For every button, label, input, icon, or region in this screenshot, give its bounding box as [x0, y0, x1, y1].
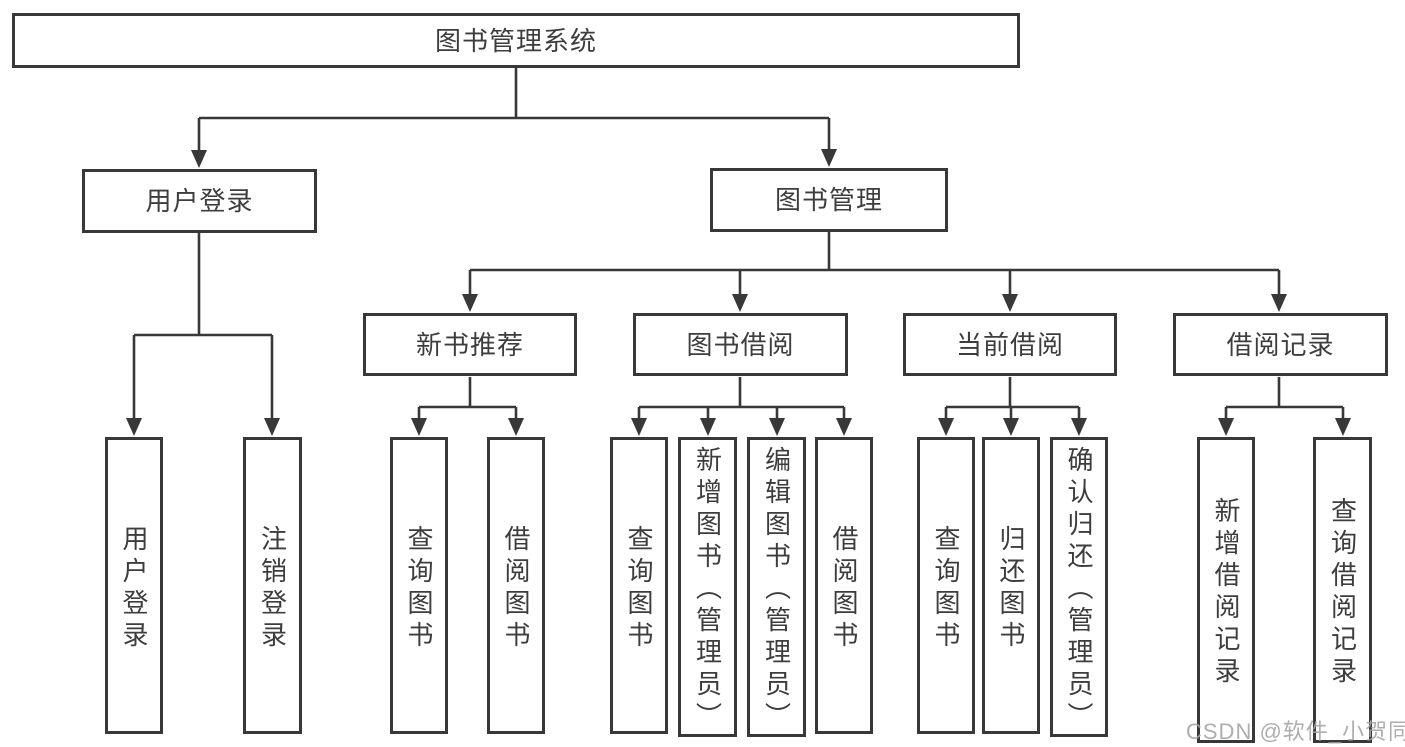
leaf-borrow-books-2: 借阅图书	[815, 437, 873, 734]
node-label: 新书推荐	[415, 329, 524, 360]
node-label: 查询图书	[404, 524, 434, 653]
leaf-borrow-books-1: 借阅图书	[487, 437, 545, 734]
csdn-watermark: CSDN @软件_小贺同学	[1186, 719, 1405, 744]
node-label: 用户登录	[145, 186, 254, 216]
node-label: 当前借阅	[955, 329, 1064, 360]
node-label: 查询图书	[931, 524, 961, 653]
leaf-confirm-return-admin: 确认归还（管理员）	[1050, 437, 1108, 737]
leaf-query-books-3: 查询图书	[917, 437, 975, 734]
leaf-edit-books-admin: 编辑图书（管理员）	[747, 437, 806, 737]
node-library-management-system: 图书管理系统	[12, 13, 1020, 68]
node-new-book-recommend: 新书推荐	[363, 313, 577, 376]
node-label: 确认归还（管理员）	[1064, 446, 1094, 734]
node-label: 图书借阅	[686, 329, 795, 360]
leaf-add-borrow-record: 新增借阅记录	[1197, 437, 1255, 743]
node-current-borrow: 当前借阅	[903, 313, 1117, 376]
node-book-management: 图书管理	[710, 168, 948, 232]
node-book-borrow: 图书借阅	[633, 313, 848, 376]
arrowhead-icons	[126, 149, 1351, 436]
leaf-return-books: 归还图书	[982, 437, 1040, 734]
node-label: 查询借阅记录	[1327, 497, 1358, 689]
node-label: 用户登录	[119, 524, 149, 653]
node-label: 编辑图书（管理员）	[761, 446, 792, 734]
node-label: 注销登录	[257, 524, 288, 653]
node-label: 图书管理系统	[434, 25, 597, 56]
node-label: 归还图书	[996, 524, 1026, 653]
leaf-query-borrow-record: 查询借阅记录	[1313, 437, 1372, 743]
node-label: 借阅记录	[1226, 329, 1335, 360]
leaf-query-books-2: 查询图书	[610, 437, 668, 734]
node-label: 图书管理	[774, 185, 883, 215]
node-label: 新增图书（管理员）	[692, 446, 723, 734]
leaf-query-books-1: 查询图书	[390, 437, 448, 734]
node-user-login: 用户登录	[82, 169, 317, 233]
node-label: 借阅图书	[829, 524, 859, 653]
node-borrow-records: 借阅记录	[1173, 313, 1388, 376]
node-label: 借阅图书	[501, 524, 531, 653]
leaf-user-login: 用户登录	[105, 437, 163, 734]
node-label: 新增借阅记录	[1211, 497, 1241, 689]
leaf-logout: 注销登录	[243, 437, 302, 734]
node-label: 查询图书	[624, 524, 654, 653]
leaf-add-books-admin: 新增图书（管理员）	[678, 437, 737, 737]
